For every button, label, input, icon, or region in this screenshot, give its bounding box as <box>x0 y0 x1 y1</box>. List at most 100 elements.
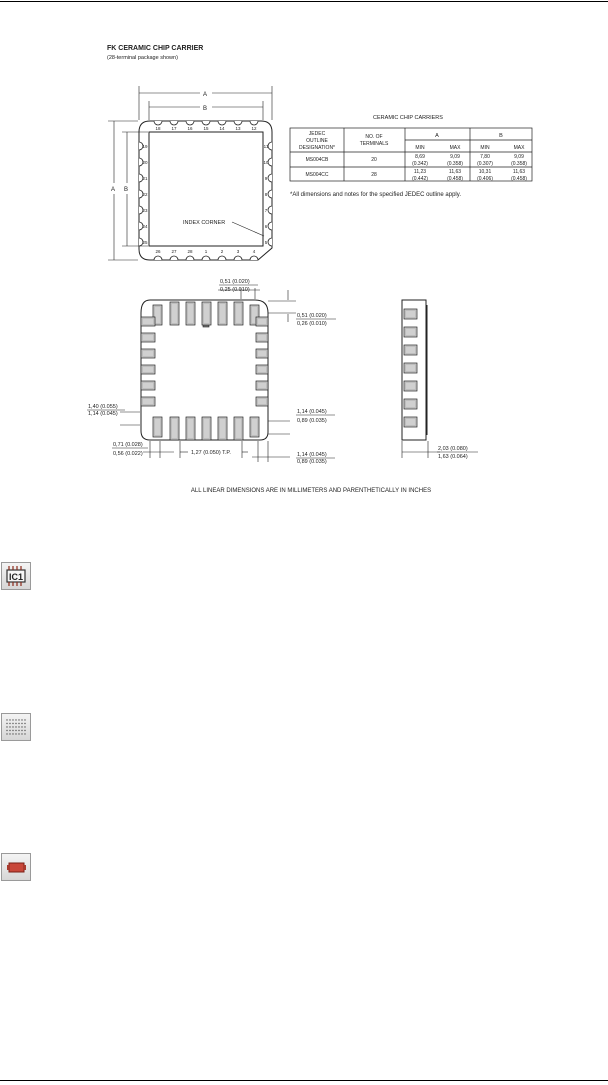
grid-dot <box>12 719 14 721</box>
grid-dot <box>24 733 26 735</box>
pin-number: 16 <box>187 126 193 131</box>
grid-dot <box>12 729 14 732</box>
row1-a-max: 9,09 <box>450 154 460 160</box>
hdr-terminals-2: TERMINALS <box>360 141 389 147</box>
component-icon[interactable] <box>1 853 31 881</box>
pad-left <box>140 396 156 407</box>
pin-number: 28 <box>187 249 193 254</box>
grid-dot <box>18 722 20 725</box>
grid-dot <box>9 733 11 735</box>
pad-side <box>403 398 418 410</box>
pad-bottom <box>169 416 180 441</box>
pad-right-hatch <box>257 318 267 325</box>
row1-jedec: MS004CB <box>306 157 329 163</box>
scallop-top <box>249 120 259 126</box>
pad-top <box>249 304 260 326</box>
pad-right <box>255 380 269 391</box>
table-title: CERAMIC CHIP CARRIERS <box>373 115 443 121</box>
grid-dot <box>15 722 17 725</box>
scallop-bottom <box>233 255 243 261</box>
hdr-a-min: MIN <box>415 145 425 151</box>
pad-side-hatch <box>405 310 416 318</box>
dim-left-min: 1,14 (0.045) <box>88 411 118 417</box>
pad-left <box>140 380 156 391</box>
grid-dot <box>24 722 26 725</box>
pin-number: 1 <box>205 249 208 254</box>
scallop-bottom <box>169 255 179 261</box>
hdr-b-max: MAX <box>514 145 526 151</box>
pad-top-hatch <box>251 306 258 324</box>
pin-number: 4 <box>253 249 256 254</box>
dim-right-w-min: 0,26 (0.010) <box>297 321 327 327</box>
pad-right <box>255 348 269 359</box>
svg-text:IC1: IC1 <box>9 572 23 582</box>
scallop-left <box>138 205 144 215</box>
pad-bottom <box>233 416 244 441</box>
top-rule <box>0 1 608 2</box>
carrier-table-grid <box>289 127 533 182</box>
pad-side-hatch <box>405 364 416 372</box>
pad-top <box>185 301 196 326</box>
pin-number: 14 <box>219 126 225 131</box>
row2-terminals: 28 <box>371 172 377 178</box>
grid-dot <box>6 733 8 735</box>
pad-side-hatch <box>405 418 416 426</box>
bottom-view-dimension-lines <box>120 288 440 462</box>
pad-right-hatch <box>257 366 267 373</box>
scallop-bottom <box>217 255 227 261</box>
scallop-right <box>267 221 273 231</box>
grid-dot <box>21 722 23 725</box>
dim-top-w-max: 0,51 (0.020) <box>220 279 250 285</box>
scallop-left <box>138 221 144 231</box>
dim-a-top-label: A <box>203 92 207 98</box>
pin-number: 10 <box>263 160 269 165</box>
pin-number: 25 <box>142 240 148 245</box>
grid-dot <box>21 733 23 735</box>
ic-chip-icon[interactable]: IC1 <box>1 562 31 590</box>
pad-top <box>201 301 212 326</box>
pad-left-hatch <box>142 382 154 389</box>
pin-number: 3 <box>237 249 240 254</box>
scallop-top <box>185 120 195 126</box>
pin-number: 6 <box>265 224 268 229</box>
pad-top <box>233 301 244 326</box>
hdr-jedec-2: OUTLINE <box>306 138 328 144</box>
pin-number: 18 <box>155 126 161 131</box>
grid-dot <box>12 722 14 725</box>
grid-dot <box>6 726 8 728</box>
dim-side-max: 2,03 (0.080) <box>438 446 468 452</box>
row1-a-min-in: (0.342) <box>412 161 428 167</box>
grid-dot <box>15 719 17 721</box>
pad-left <box>140 348 156 359</box>
pad-right <box>255 332 269 343</box>
hdr-a: A <box>435 133 439 139</box>
pad-left <box>140 364 156 375</box>
scallop-left <box>138 173 144 183</box>
row2-jedec: MS004CC <box>305 172 328 178</box>
pad-side-hatch <box>405 382 416 390</box>
pin-number: 21 <box>142 176 148 181</box>
scallop-right <box>267 237 273 247</box>
pad-side <box>403 308 418 320</box>
pad-bottom-hatch <box>203 418 210 439</box>
pad-left-hatch <box>142 398 154 405</box>
top-view-package <box>138 120 273 261</box>
grid-dot <box>21 719 23 721</box>
scallop-top <box>153 120 163 126</box>
grid-dot <box>9 726 11 728</box>
pad-side-hatch <box>405 328 416 336</box>
pad-right-hatch <box>257 334 267 341</box>
dot-grid-icon[interactable] <box>1 713 31 741</box>
scallop-right <box>267 205 273 215</box>
pad-bottom <box>249 416 260 438</box>
pad-top-hatch <box>154 306 161 324</box>
drawing-title: FK CERAMIC CHIP CARRIER <box>107 45 203 52</box>
pad-bottom-hatch <box>219 418 226 439</box>
pad-bottom <box>217 416 228 441</box>
pin-number: 2 <box>221 249 224 254</box>
row2-a-max: 11,63 <box>449 169 461 175</box>
hdr-jedec-3: DESIGNATION* <box>299 145 335 151</box>
pad-side <box>403 362 418 374</box>
grid-dot <box>24 726 26 728</box>
